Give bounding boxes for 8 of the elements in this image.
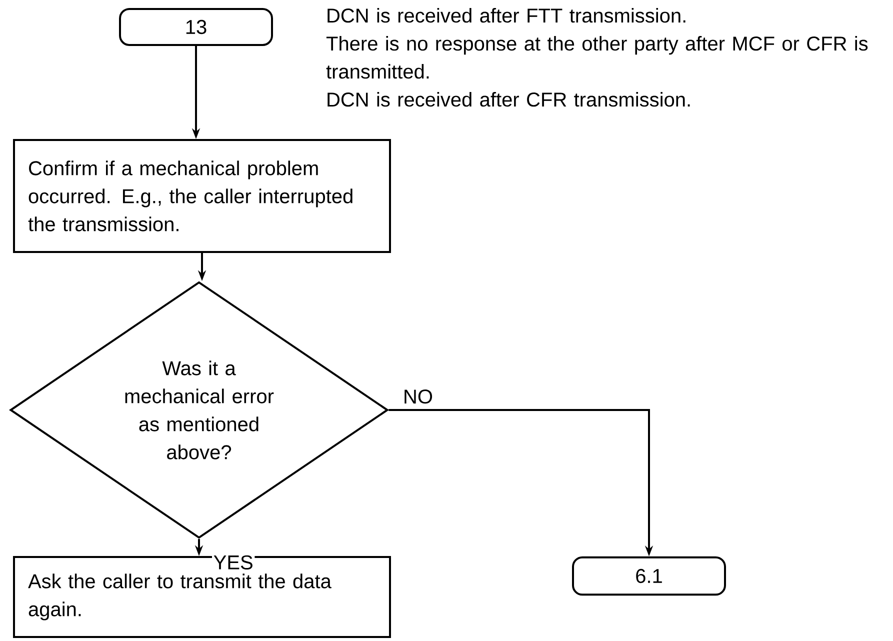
edge-label: NO	[402, 388, 434, 405]
process-box: Confirm if a mechanical problem occurred. E.g., the caller interrupted the transmission.	[13, 139, 391, 253]
terminal-box: 13	[119, 8, 273, 46]
note-text: DCN is received after CFR transmission.	[328, 92, 690, 107]
note-text: DCN is received after FTT transmission.	[328, 8, 686, 23]
terminal-box: 6.1	[572, 556, 726, 596]
note-text: There is no response at the other party after MCF or CFR is transmitted.	[326, 36, 868, 79]
edge-label: YES	[212, 554, 255, 571]
